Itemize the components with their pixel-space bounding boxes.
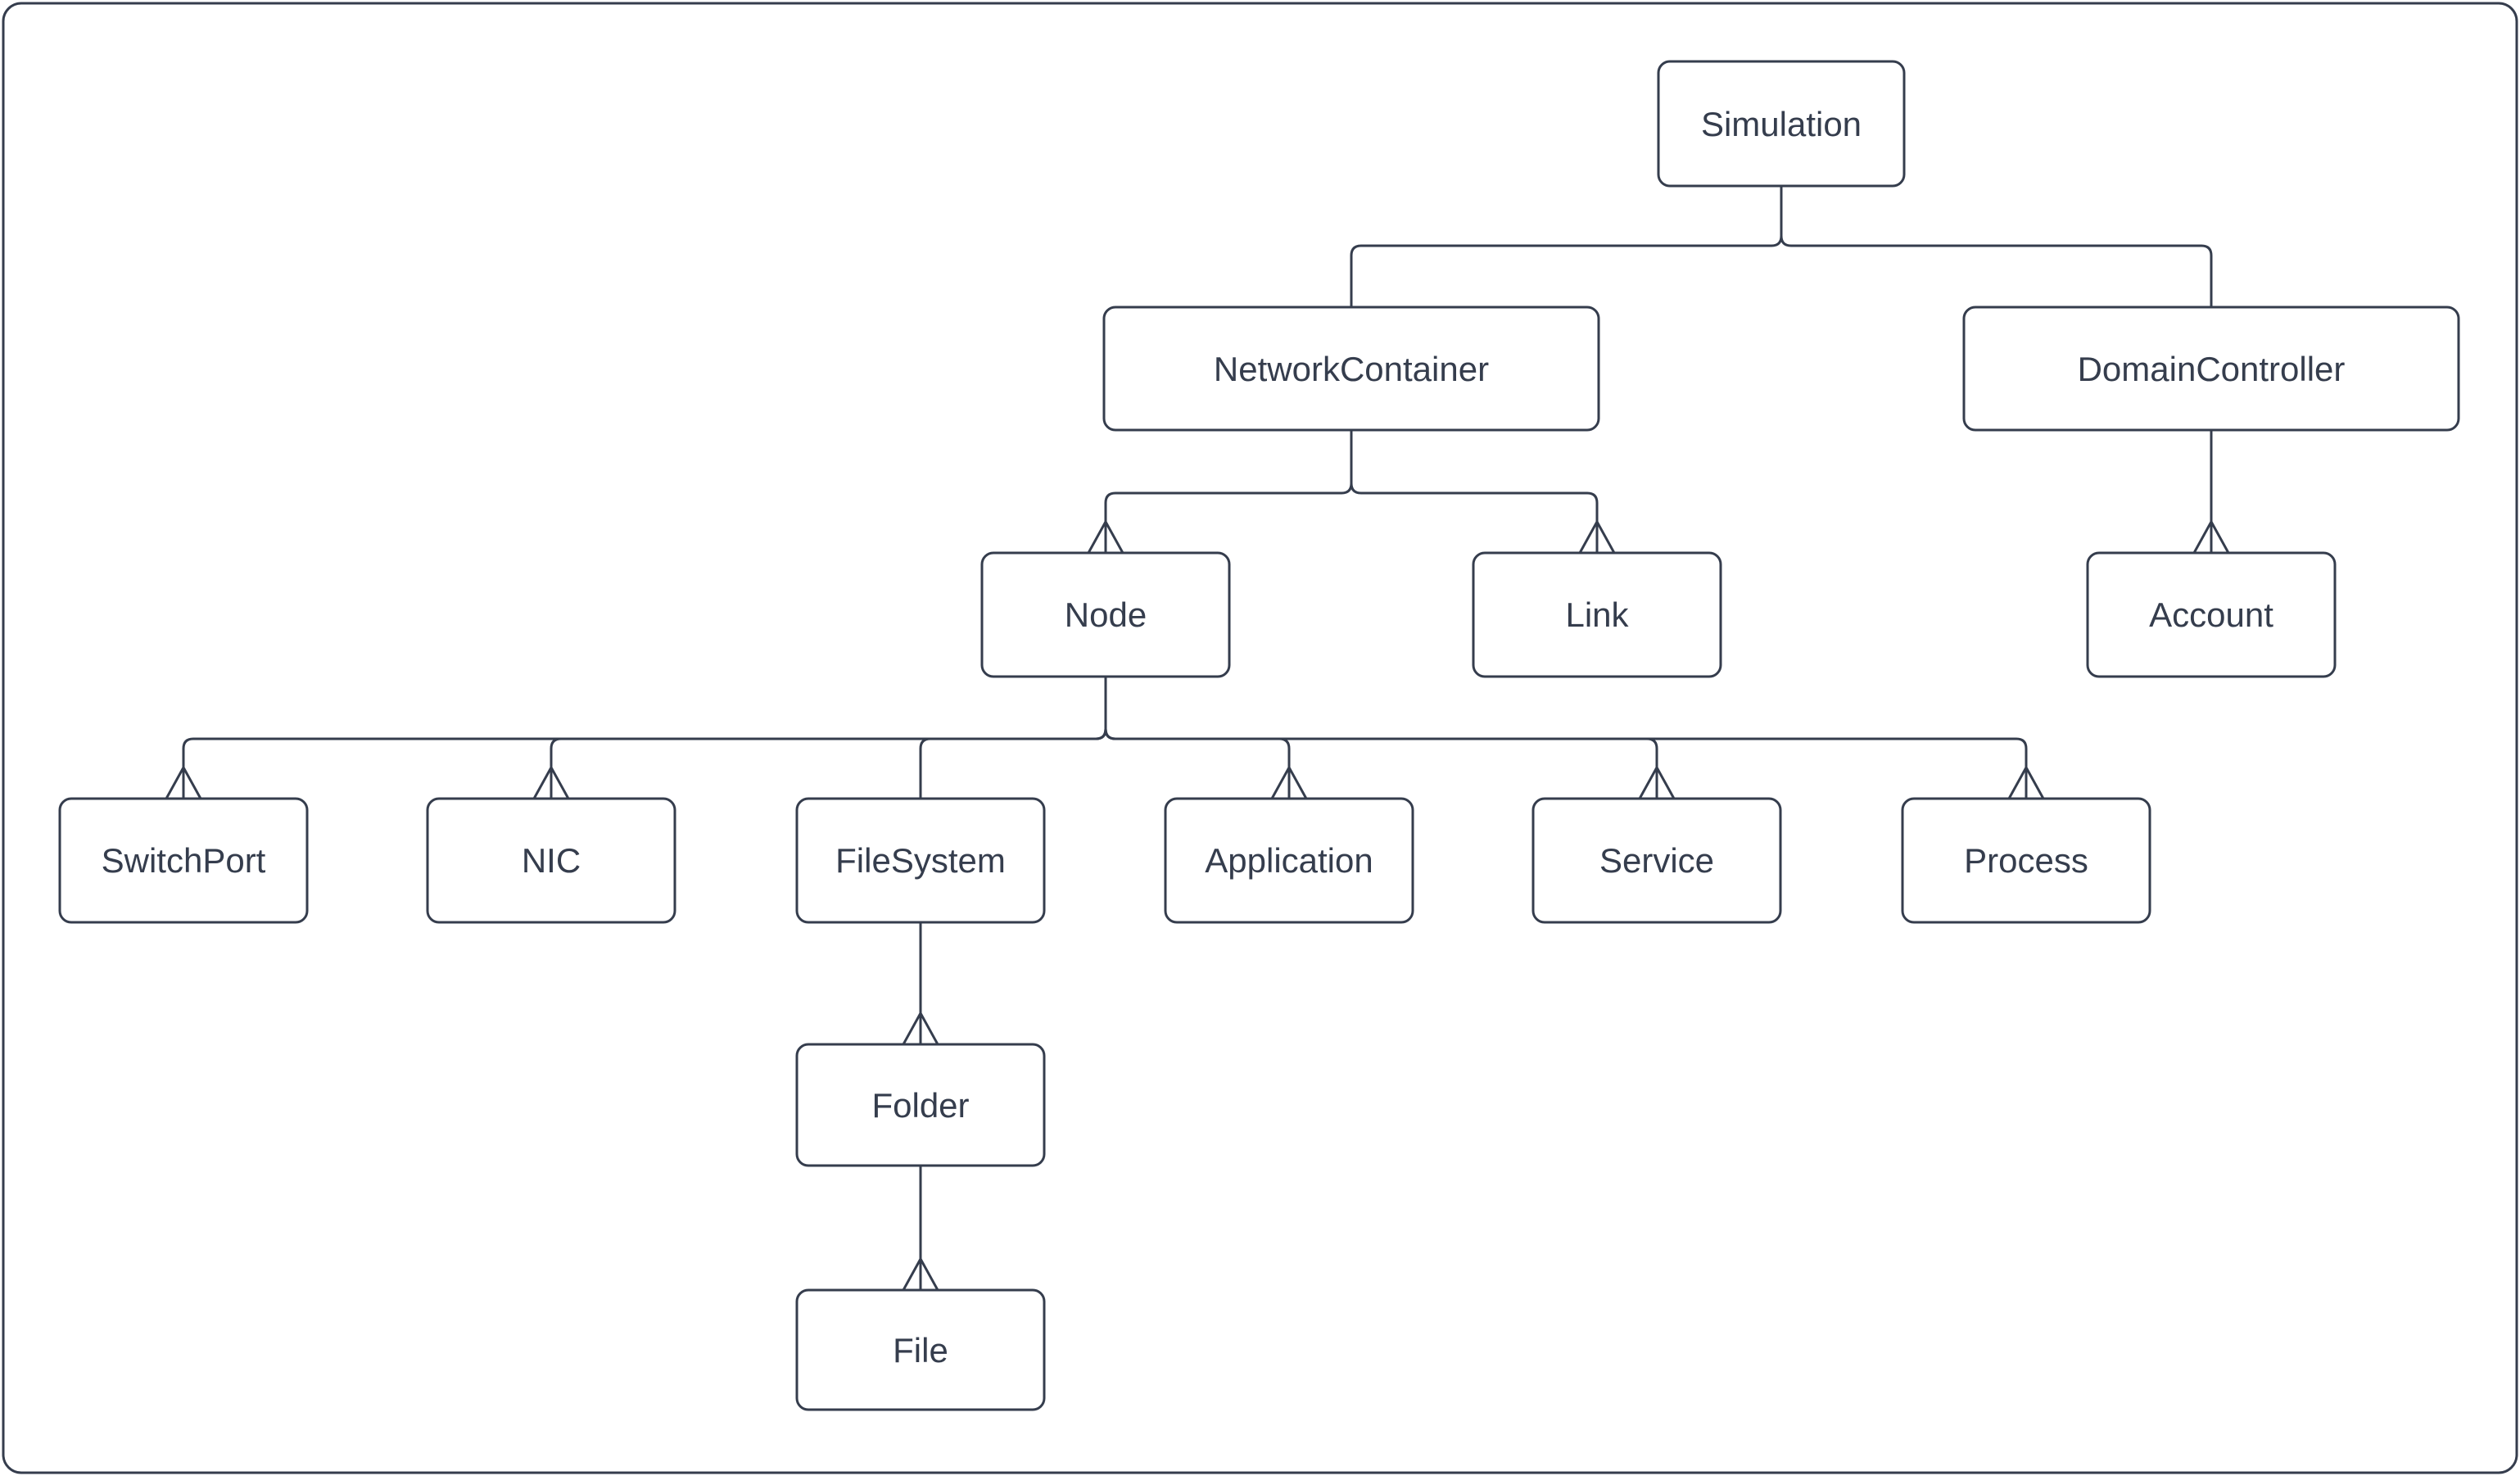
arrowhead-service-icon (1638, 766, 1676, 800)
node-account: Account (2086, 551, 2337, 678)
node-node: Node (980, 551, 1231, 678)
edge-node-filesystem (919, 675, 1107, 800)
node-domaincontroller-label: DomainController (2078, 350, 2346, 388)
node-process-box (1901, 797, 2151, 924)
node-switchport: SwitchPort (58, 797, 309, 924)
node-simulation: Simulation (1657, 60, 1906, 188)
arrowhead-layer (165, 520, 2230, 1292)
arrowhead-nic-icon (532, 766, 570, 800)
node-folder: Folder (795, 1043, 1046, 1167)
edge-networkcontainer-node (1104, 428, 1353, 555)
node-link-label: Link (1565, 595, 1629, 634)
node-account-box (2086, 551, 2337, 678)
node-process: Process (1901, 797, 2151, 924)
node-simulation-box (1657, 60, 1906, 188)
edge-simulation-domaincontroller (1780, 184, 2213, 309)
node-filesystem-box (795, 797, 1046, 924)
node-application: Application (1164, 797, 1414, 924)
node-networkcontainer: NetworkContainer (1102, 306, 1600, 432)
node-service: Service (1531, 797, 1782, 924)
node-node-label: Node (1065, 595, 1147, 634)
edge-networkcontainer-link (1350, 428, 1599, 555)
arrowhead-link-icon (1578, 520, 1616, 555)
node-networkcontainer-box (1102, 306, 1600, 432)
node-layer: Simulation NetworkContainer DomainContro… (58, 60, 2460, 1411)
arrowhead-switchport-icon (165, 766, 202, 800)
node-filesystem-label: FileSystem (835, 841, 1006, 880)
node-folder-box (795, 1043, 1046, 1167)
node-application-box (1164, 797, 1414, 924)
node-link: Link (1472, 551, 1722, 678)
node-networkcontainer-label: NetworkContainer (1214, 350, 1489, 388)
arrowhead-application-icon (1270, 766, 1308, 800)
node-nic-box (426, 797, 676, 924)
node-simulation-label: Simulation (1701, 105, 1862, 143)
node-switchport-label: SwitchPort (102, 841, 266, 880)
arrowhead-folder-icon (902, 1012, 939, 1046)
arrowhead-node-icon (1087, 520, 1124, 555)
node-service-label: Service (1599, 841, 1714, 880)
edge-layer (182, 184, 2213, 1292)
node-file: File (795, 1288, 1046, 1411)
node-service-box (1531, 797, 1782, 924)
arrowhead-account-icon (2192, 520, 2230, 555)
node-application-label: Application (1205, 841, 1373, 880)
node-process-label: Process (1964, 841, 2088, 880)
node-domaincontroller-box (1962, 306, 2460, 432)
node-account-label: Account (2149, 595, 2273, 634)
node-file-label: File (893, 1331, 948, 1370)
arrowhead-file-icon (902, 1257, 939, 1292)
node-folder-label: Folder (871, 1086, 969, 1125)
node-nic-label: NIC (522, 841, 581, 880)
arrowhead-process-icon (2007, 766, 2045, 800)
edge-simulation-networkcontainer (1350, 184, 1783, 309)
node-file-box (795, 1288, 1046, 1411)
node-filesystem: FileSystem (795, 797, 1046, 924)
edge-node-process (1104, 675, 2028, 800)
node-nic: NIC (426, 797, 676, 924)
node-link-box (1472, 551, 1722, 678)
node-node-box (980, 551, 1231, 678)
node-switchport-box (58, 797, 309, 924)
node-domaincontroller: DomainController (1962, 306, 2460, 432)
